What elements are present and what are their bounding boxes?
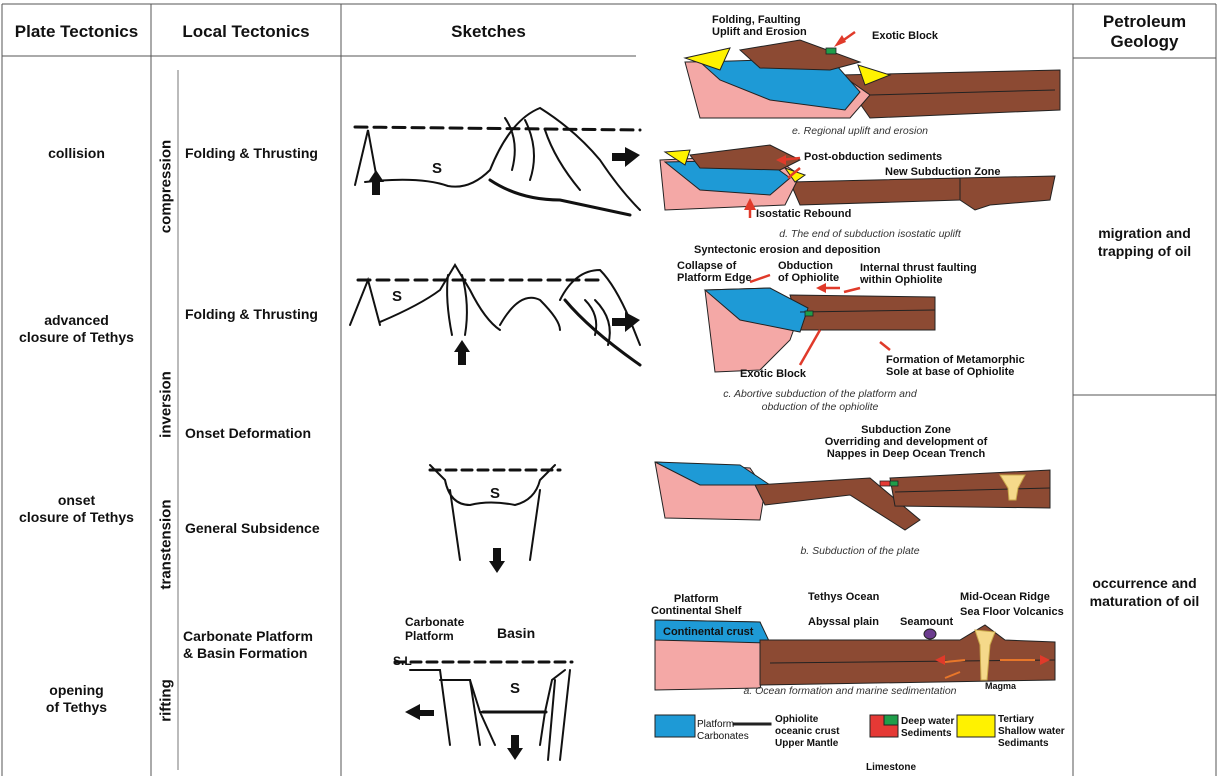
panel-c-syntectonic-label: Syntectonic erosion and deposition [694,244,880,256]
panel-a-abyssal-plain-label: Abyssal plain [808,616,879,628]
panel-c-exotic-block-label: Exotic Block [740,368,806,380]
panel-d-post-obduction-label: Post-obduction sediments [804,151,942,163]
panel-b-subduction-label: Subduction Zone Overriding and developme… [806,424,1006,460]
panel-e-exotic-block-label: Exotic Block [872,30,938,42]
panel-c-collapse-label: Collapse of Platform Edge [677,260,752,284]
panel-c-metamorphic-sole-label: Formation of Metamorphic Sole at base of… [886,354,1025,378]
panel-e-folding-label: Folding, Faulting Uplift and Erosion [712,14,807,38]
legend-deep-water-sediments: Deep water Sediments [901,716,954,740]
panel-c-caption: c. Abortive subduction of the platform a… [700,388,940,414]
panel-e-caption: e. Regional uplift and erosion [745,125,975,138]
panel-d-isostatic-rebound-label: Isostatic Rebound [756,208,851,220]
panel-a-caption: a. Ocean formation and marine sedimentat… [720,685,980,698]
panel-a-sea-floor-volcanics-label: Sea Floor Volcanics [960,606,1064,618]
panel-a-platform-label: Platform Continental Shelf [651,593,741,617]
panel-c-obduction-label: Obduction of Ophiolite [778,260,839,284]
panel-a-mid-ocean-ridge-label: Mid-Ocean Ridge [960,591,1050,603]
petroleum-occurrence-maturation: occurrence and maturation of oil [1073,574,1216,610]
legend-ophiolite: Ophiolite oceanic crust Upper Mantle [775,714,839,750]
panel-a-continental-crust-label: Continental crust [663,626,753,638]
legend-limestone: Limestone [866,762,916,774]
panel-d-caption: d. The end of subduction isostatic uplif… [740,228,1000,241]
panel-a-tethys-ocean-label: Tethys Ocean [808,591,879,603]
legend-tertiary: Tertiary Shallow water Sedimants [998,714,1065,750]
panel-a-seamount-label: Seamount [900,616,953,628]
petroleum-migration-trapping: migration and trapping of oil [1073,224,1216,260]
legend-platform-carbonates: Platform Carbonates [697,719,749,743]
panel-c-internal-thrust-label: Internal thrust faulting within Ophiolit… [860,262,977,286]
panel-d-new-subduction-label: New Subduction Zone [885,166,1001,178]
panel-a-magma-label: Magma [985,680,1016,692]
panel-b-caption: b. Subduction of the plate [760,545,960,558]
